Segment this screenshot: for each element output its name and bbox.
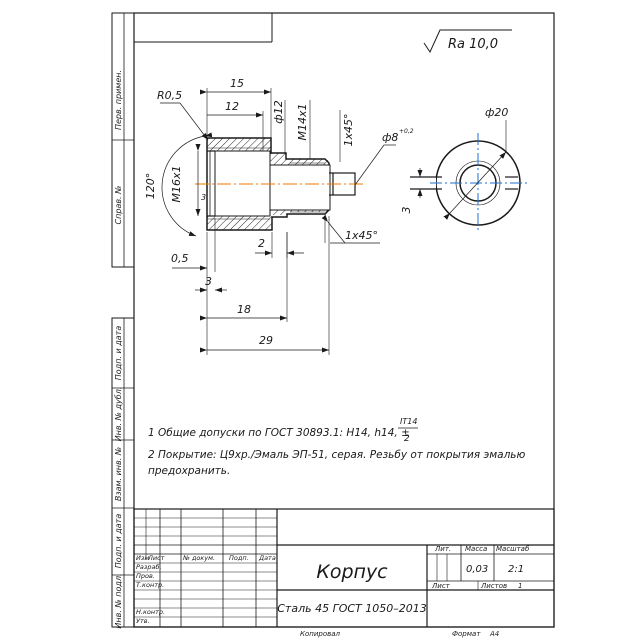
stamp-podp2: Подп. и дата	[114, 514, 123, 569]
dim-side-3: 3	[400, 207, 413, 214]
caption-format: Формат	[452, 630, 481, 638]
tb-listov-value: 1	[518, 582, 522, 590]
dim-phi8: ф8	[382, 131, 398, 144]
note-2a: 2 Покрытие: Ц9хр./Эмаль ЭП-51, серая. Ре…	[148, 449, 525, 461]
side-stamp: Перв. примен. Справ. № Подп. и дата Инв.…	[111, 12, 135, 629]
roughness-text: Ra 10,0	[448, 37, 498, 52]
tb-lit: Лит.	[434, 545, 451, 553]
dim-3: 3	[205, 275, 212, 288]
bottom-captions: Копировал Формат A4	[300, 630, 499, 638]
tech-notes: 1 Общие допуски по ГОСТ 30893.1: H14, h1…	[148, 417, 525, 477]
tb-listov: Листов	[480, 582, 507, 590]
dim-05: 0,5	[171, 252, 189, 265]
dim-ch1: 1x45°	[342, 113, 355, 146]
part-material: Сталь 45 ГОСТ 1050–2013	[277, 602, 427, 615]
tb-utv: Утв.	[136, 617, 150, 625]
part-name: Корпус	[316, 561, 388, 583]
tb-scale-value: 2:1	[508, 564, 524, 575]
dim-120: 120°	[144, 173, 157, 200]
stamp-sprav: Справ. №	[114, 186, 123, 225]
note-1-num: IT14	[400, 417, 417, 426]
dim-phi12: ф12	[272, 100, 285, 123]
tb-izm: Изм	[136, 554, 149, 562]
tb-podp: Подп.	[229, 554, 249, 562]
dimension-lines: 15 12 R0,5 ф12 M14x1 1x45° ф8 +0,2 120° …	[144, 77, 414, 355]
roughness-symbol: Ra 10,0	[423, 29, 512, 54]
tb-nkontr: Н.контр.	[136, 608, 165, 616]
dim-2: 2	[258, 237, 265, 250]
tb-razrab: Разраб.	[136, 563, 162, 571]
tb-mass-value: 0,03	[466, 564, 488, 575]
caption-format-value: A4	[489, 630, 499, 638]
dim-12: 12	[225, 100, 239, 113]
tb-prov: Пров.	[136, 572, 155, 580]
dim-18: 18	[237, 303, 251, 316]
dim-m16: M16x1	[170, 166, 183, 203]
dim-r05: R0,5	[157, 89, 182, 102]
tb-list: Лист	[431, 582, 451, 590]
title-block: Изм Лист № докум. Подп. Дата Разраб. Про…	[133, 508, 555, 628]
stamp-inv-podl: Инв. № подл.	[114, 573, 123, 628]
dim-ch2: 1x45°	[345, 229, 378, 242]
stamp-podp1: Подп. и дата	[114, 326, 123, 381]
note-1: 1 Общие допуски по ГОСТ 30893.1: H14, h1…	[148, 427, 410, 439]
stamp-inv-dubl: Инв. № дубл.	[114, 387, 123, 442]
tb-massa: Масса	[465, 545, 487, 553]
tb-tkontr: Т.контр.	[136, 581, 164, 589]
dim-phi8-tol: +0,2	[399, 128, 414, 135]
tb-data: Дата	[258, 554, 276, 562]
tb-list-col: Лист	[147, 554, 165, 562]
stamp-perv: Перв. примен.	[114, 70, 123, 130]
side-view: ф20 3	[400, 106, 528, 233]
dim-15: 15	[230, 77, 244, 90]
dim-phi20: ф20	[485, 106, 508, 119]
tb-ndokum: № докум.	[182, 554, 215, 562]
note-2b: предохранить.	[148, 465, 230, 477]
caption-kopiroval: Копировал	[300, 630, 341, 638]
note-1-den: 2	[404, 434, 410, 444]
part-section-view	[195, 137, 365, 231]
dim-29: 29	[259, 334, 273, 347]
dim-m14: M14x1	[296, 104, 309, 141]
dim-3v: 3	[201, 193, 206, 202]
stamp-vzam: Взам. инв. №	[114, 447, 123, 501]
tb-masshtab: Масштаб	[496, 545, 530, 553]
